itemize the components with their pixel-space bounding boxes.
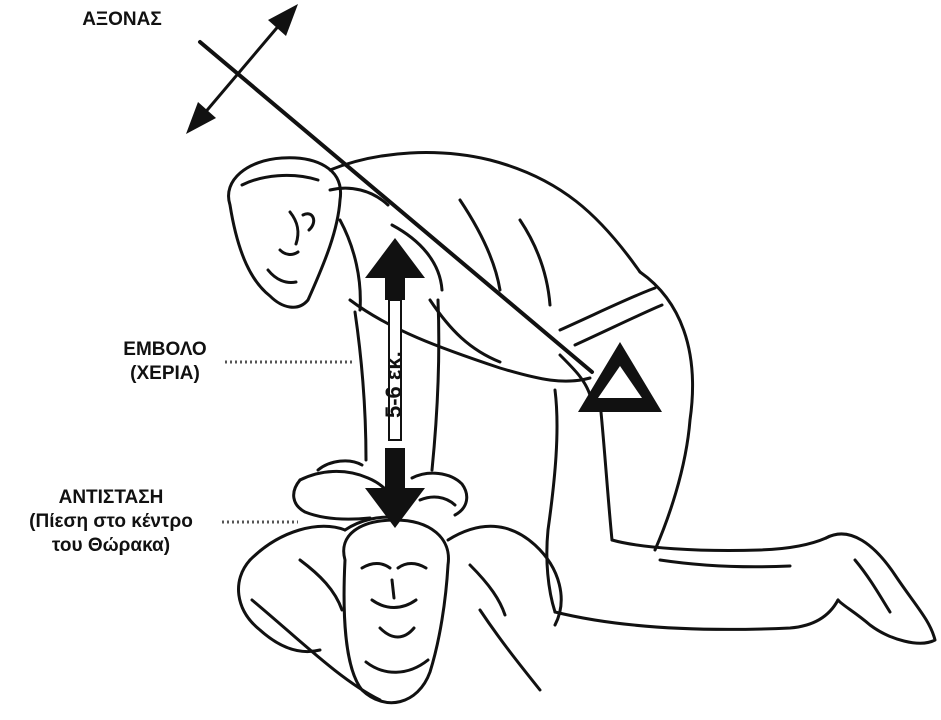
arrow-down-head — [365, 448, 425, 528]
arrow-up-head — [365, 238, 425, 300]
resistance-label-line3: του Θώρακα) — [6, 534, 216, 558]
piston-label-line1: ΕΜΒΟΛΟ — [90, 338, 240, 362]
piston-label-line2: (ΧΕΡΙΑ) — [90, 362, 240, 386]
depth-label: 5-6 εκ. — [381, 351, 406, 418]
resistance-label: ΑΝΤΙΣΤΑΣΗ (Πίεση στο κέντρο του Θώρακα) — [6, 486, 216, 558]
resistance-label-line1: ΑΝΤΙΣΤΑΣΗ — [6, 486, 216, 510]
resistance-label-line2: (Πίεση στο κέντρο — [6, 510, 216, 534]
axis-label: ΑΞΟΝΑΣ — [62, 8, 182, 32]
rescuer-figure — [229, 153, 935, 644]
axis-rocking-arrow — [186, 4, 298, 134]
piston-label: ΕΜΒΟΛΟ (ΧΕΡΙΑ) — [90, 338, 240, 386]
